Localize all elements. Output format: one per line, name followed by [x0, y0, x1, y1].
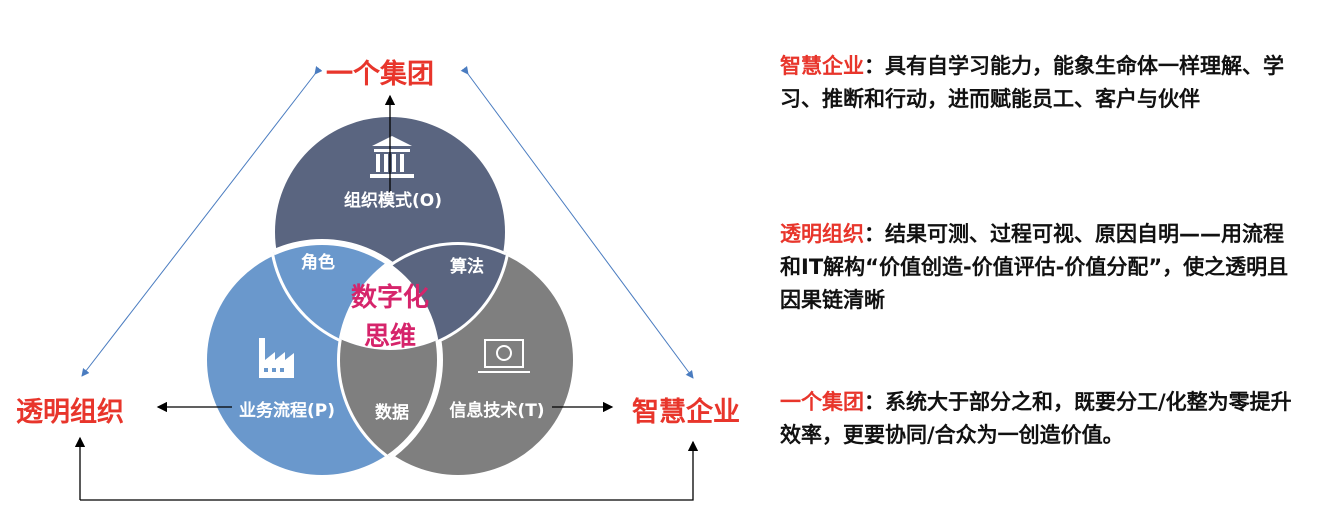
center-label-line1: 数字化: [351, 282, 429, 313]
node-smart-enterprise: 智慧企业: [632, 397, 740, 428]
desc-term: 智慧企业: [780, 54, 864, 78]
bank-icon: [370, 136, 414, 178]
top-circle-label: 组织模式(O): [344, 190, 442, 211]
center-region: [337, 242, 440, 350]
desc-text: ：结果可测、过程可视、原因自明——用流程和IT解构“价值创造-价值评估-价值分配…: [780, 222, 1289, 312]
node-one-group: 一个集团: [326, 59, 434, 90]
overlap-top-right-label: 算法: [449, 256, 484, 277]
center-label-line2: 思维: [364, 321, 416, 352]
factory-icon: [259, 338, 294, 378]
desc-term: 一个集团: [780, 390, 864, 414]
desc-text: ：系统大于部分之和，既要分工/化整为零提升效率，更要协同/合众为一创造价值。: [780, 390, 1292, 447]
connector-right: [460, 65, 694, 379]
overlap-bottom-label: 数据: [375, 402, 409, 423]
right-circle-label: 信息技术(T): [449, 400, 544, 421]
overlap-top-left-label: 角色: [301, 252, 335, 273]
connector-left: [81, 66, 323, 377]
description-transparent-org: 透明组织：结果可测、过程可视、原因自明——用流程和IT解构“价值创造-价值评估-…: [780, 218, 1300, 317]
laptop-icon: [478, 339, 530, 373]
description-smart-enterprise: 智慧企业：具有自学习能力，能象生命体一样理解、学习、推断和行动，进而赋能员工、客…: [780, 50, 1300, 116]
node-transparent-org: 透明组织: [16, 397, 124, 428]
bottom-connector: [80, 440, 699, 501]
desc-term: 透明组织: [780, 222, 864, 246]
description-one-group: 一个集团：系统大于部分之和，既要分工/化整为零提升效率，更要协同/合众为一创造价…: [780, 386, 1300, 452]
left-circle-label: 业务流程(P): [239, 400, 335, 421]
desc-text: ：具有自学习能力，能象生命体一样理解、学习、推断和行动，进而赋能员工、客户与伙伴: [780, 54, 1284, 111]
